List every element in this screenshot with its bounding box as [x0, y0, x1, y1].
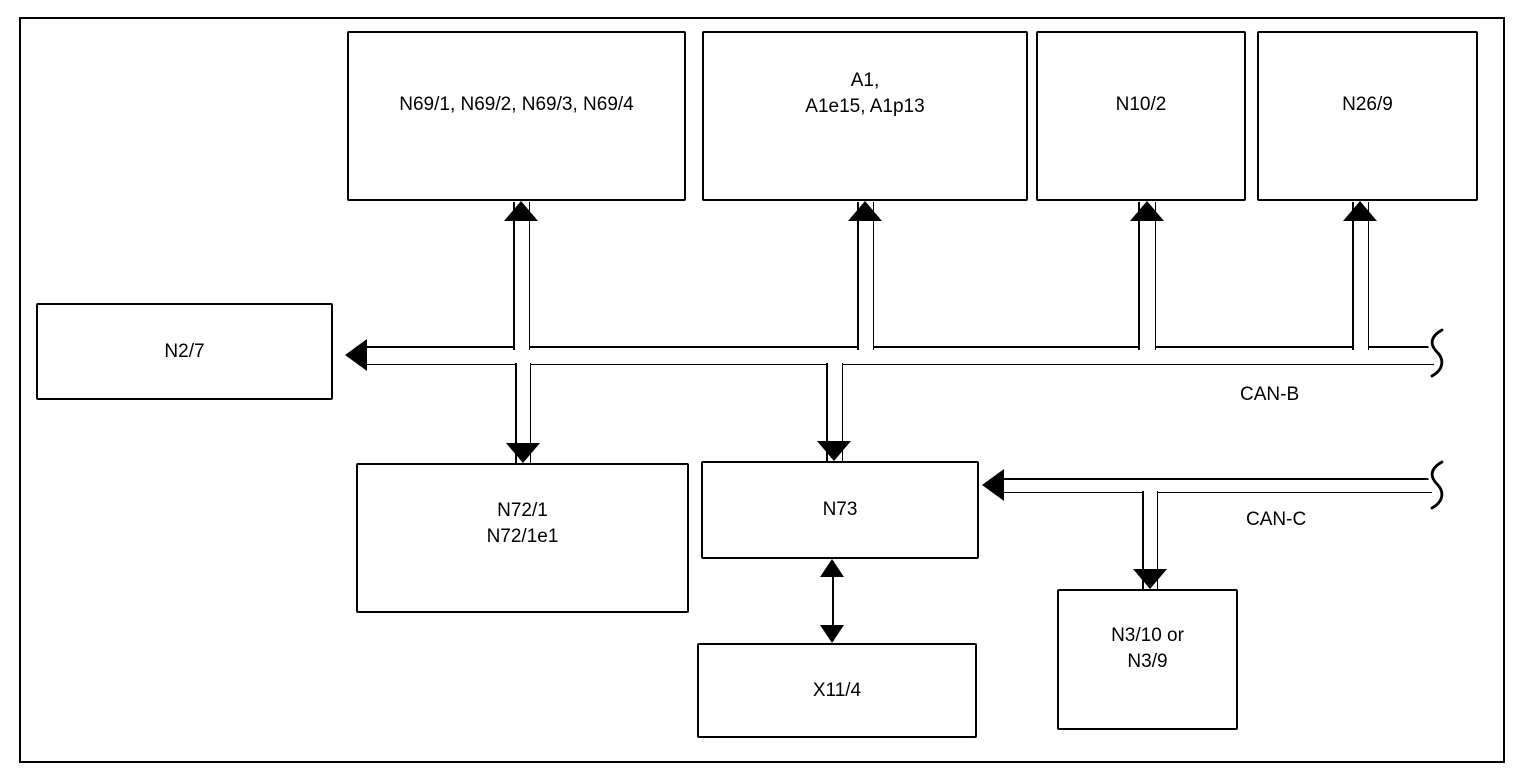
arrowhead-down-n3-icon: [1133, 569, 1167, 589]
node-box-n3: N3/10 or N3/9: [1057, 589, 1238, 730]
connector-can-c-to-n3: [1142, 491, 1158, 589]
node-label-n26-9: N26/9: [1342, 94, 1393, 116]
arrowhead-up-n26-9-icon: [1343, 201, 1377, 221]
arrowhead-left-n2-7-icon: [345, 339, 367, 371]
arrowhead-down-n73-icon: [817, 441, 851, 461]
connector-can-b-to-n26-9: [1352, 202, 1369, 350]
node-box-n2-7: N2/7: [36, 303, 333, 400]
arrowhead-down-n72-1-icon: [506, 443, 540, 463]
can-c-label: CAN-C: [1246, 509, 1307, 530]
node-box-a1: A1, A1e15, A1p13: [702, 31, 1028, 201]
arrowhead-up-x11-4-icon: [820, 559, 844, 577]
connector-n73-to-x11-4: [832, 561, 834, 641]
arrowhead-down-x11-4-icon: [820, 625, 844, 643]
node-box-x11-4: X11/4: [697, 643, 977, 738]
node-box-n26-9: N26/9: [1257, 31, 1478, 201]
can-b-break-icon: [1427, 327, 1447, 379]
connector-can-b-to-n72-1: [515, 363, 531, 463]
can-c-bus-line: [1004, 478, 1432, 493]
node-box-n73: N73: [701, 461, 979, 559]
node-box-n10-2: N10/2: [1036, 31, 1246, 201]
node-label-n73: N73: [822, 499, 858, 521]
node-label-a1: A1, A1e15, A1p13: [805, 70, 925, 117]
node-label-n2-7: N2/7: [164, 340, 205, 362]
node-box-n72-1: N72/1 N72/1e1: [356, 463, 689, 613]
node-label-n69: N69/1, N69/2, N69/3, N69/4: [399, 94, 634, 116]
connector-can-b-to-n73: [826, 363, 843, 461]
node-label-n72-1: N72/1 N72/1e1: [486, 500, 559, 547]
node-box-n69: N69/1, N69/2, N69/3, N69/4: [347, 31, 686, 201]
can-b-bus-line: [362, 346, 1434, 365]
arrowhead-up-n69-icon: [504, 201, 538, 221]
node-label-n3: N3/10 or N3/9: [1111, 624, 1184, 672]
node-label-x11-4: X11/4: [812, 679, 862, 701]
arrowhead-left-n73-icon: [982, 469, 1004, 501]
can-c-break-icon: [1427, 459, 1447, 511]
node-label-n10-2: N10/2: [1115, 94, 1167, 116]
arrowhead-up-n10-2-icon: [1130, 201, 1164, 221]
connector-can-b-to-a1: [857, 202, 874, 350]
connector-can-b-to-n69: [513, 202, 530, 350]
arrowhead-up-a1-icon: [848, 201, 882, 221]
can-b-label: CAN-B: [1240, 384, 1300, 405]
diagram-border: [19, 17, 1505, 763]
connector-can-b-to-n10-2: [1138, 202, 1156, 350]
